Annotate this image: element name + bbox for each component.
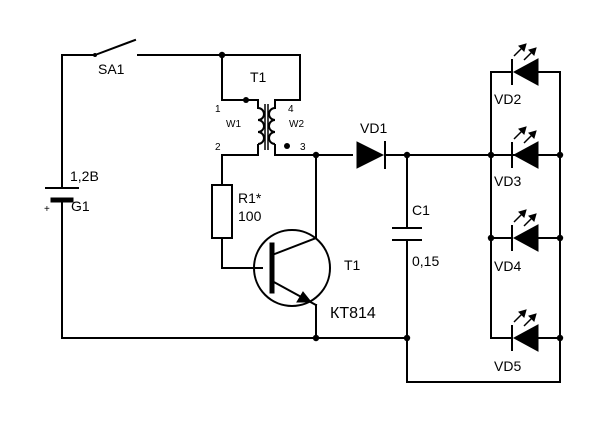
led-label: VD3: [494, 173, 521, 189]
battery-g1: 1,2В G1 +: [44, 168, 99, 215]
led-label: VD2: [494, 91, 521, 107]
junctions: [218, 51, 564, 342]
switch-label: SA1: [98, 61, 125, 77]
led-label: VD5: [494, 358, 521, 374]
transistor-t1: T1 КТ814: [253, 229, 376, 322]
led-vd3: VD3: [494, 126, 539, 189]
battery-polarity: +: [44, 204, 50, 215]
resistor-r1: R1* 100: [211, 184, 262, 239]
transformer-t1: T1 1 2 3 4 W1 W2: [215, 69, 306, 153]
switch-sa1: SA1: [93, 38, 137, 77]
transistor-label: T1: [344, 257, 361, 273]
capacitor-label: C1: [412, 202, 430, 218]
transformer-pin1: 1: [215, 104, 221, 115]
wiring: [61, 54, 561, 383]
resistor-label: R1*: [238, 190, 262, 206]
led-label: VD4: [494, 258, 521, 274]
capacitor-c1: C1 0,15: [392, 202, 439, 269]
transistor-part: КТ814: [330, 305, 376, 322]
transformer-pin3: 3: [300, 142, 306, 153]
led-vd5: VD5: [494, 309, 539, 374]
battery-label: G1: [71, 198, 90, 214]
battery-voltage: 1,2В: [70, 168, 99, 184]
diode-label: VD1: [360, 120, 387, 136]
winding-w2-label: W2: [289, 119, 304, 130]
led-vd2: VD2: [494, 43, 539, 107]
transformer-pin2: 2: [215, 142, 221, 153]
resistor-value: 100: [238, 208, 262, 224]
capacitor-value: 0,15: [412, 253, 439, 269]
led-vd4: VD4: [494, 209, 539, 274]
winding-w1-label: W1: [226, 119, 241, 130]
transformer-label: T1: [250, 69, 267, 85]
diode-vd1: VD1: [356, 120, 387, 169]
transformer-pin4: 4: [288, 104, 294, 115]
